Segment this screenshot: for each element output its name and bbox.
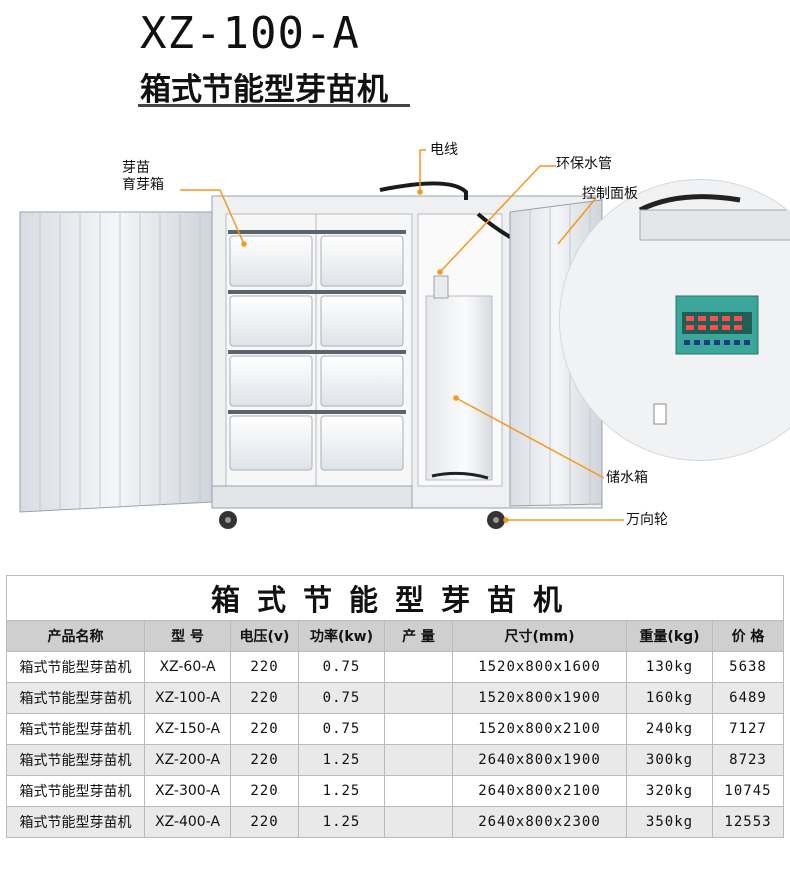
title-underline xyxy=(138,104,410,107)
power-wire xyxy=(379,181,468,200)
product-subtitle: 箱式节能型芽苗机 xyxy=(140,72,388,108)
spec-table: 箱式节能型芽苗机 产品名称型 号电压(v)功率(kw)产 量尺寸(mm)重量(k… xyxy=(5,575,785,838)
table-cell: 1520x800x2100 xyxy=(452,713,627,745)
table-cell: 2640x800x1900 xyxy=(452,744,627,776)
table-cell: 6489 xyxy=(711,682,785,714)
table-cell xyxy=(384,682,453,714)
machine-diagram xyxy=(19,149,790,529)
table-cell: 220 xyxy=(230,775,299,807)
table-cell: 8723 xyxy=(711,744,785,776)
table-cell: 1520x800x1600 xyxy=(452,651,627,683)
water-tank xyxy=(425,295,493,481)
table-cell xyxy=(384,713,453,745)
table-cell xyxy=(384,775,453,807)
table-cell: 5638 xyxy=(711,651,785,683)
product-model-title: XZ-100-A xyxy=(140,8,360,59)
table-cell: 0.75 xyxy=(298,682,385,714)
table-header-cell: 重量(kg) xyxy=(626,620,713,652)
table-cell: 箱式节能型芽苗机 xyxy=(6,682,145,714)
table-cell: 1.25 xyxy=(298,744,385,776)
table-cell: 2640x800x2300 xyxy=(452,806,627,838)
table-cell: 7127 xyxy=(711,713,785,745)
callout-wire: 电线 xyxy=(430,142,458,158)
table-cell: 130kg xyxy=(626,651,713,683)
table-header-row: 产品名称型 号电压(v)功率(kw)产 量尺寸(mm)重量(kg)价 格 xyxy=(6,620,785,652)
table-cell: 240kg xyxy=(626,713,713,745)
table-cell: 10745 xyxy=(711,775,785,807)
callout-tank: 储水箱 xyxy=(606,470,648,486)
control-panel-zoom xyxy=(559,179,790,461)
table-cell: 300kg xyxy=(626,744,713,776)
table-cell: 箱式节能型芽苗机 xyxy=(6,806,145,838)
table-cell: 350kg xyxy=(626,806,713,838)
table-cell: XZ-400-A xyxy=(144,806,231,838)
table-cell xyxy=(384,744,453,776)
callout-lines xyxy=(180,149,624,523)
table-cell: 1.25 xyxy=(298,775,385,807)
table-cell: 220 xyxy=(230,651,299,683)
table-cell: 0.75 xyxy=(298,713,385,745)
table-header-cell: 电压(v) xyxy=(230,620,299,652)
sprout-boxes xyxy=(228,230,406,471)
table-caption: 箱式节能型芽苗机 xyxy=(5,575,785,621)
table-cell: 220 xyxy=(230,713,299,745)
callout-sprout-box: 芽苗 育芽箱 xyxy=(122,160,164,193)
table-cell: XZ-100-A xyxy=(144,682,231,714)
table-cell: XZ-150-A xyxy=(144,713,231,745)
table-cell: 0.75 xyxy=(298,651,385,683)
table-cell: 160kg xyxy=(626,682,713,714)
casters xyxy=(219,511,505,529)
callout-panel: 控制面板 xyxy=(582,186,638,202)
table-cell: 2640x800x2100 xyxy=(452,775,627,807)
table-cell: 1520x800x1900 xyxy=(452,682,627,714)
table-cell: XZ-200-A xyxy=(144,744,231,776)
table-cell: 12553 xyxy=(711,806,785,838)
callout-caster: 万向轮 xyxy=(626,512,668,528)
table-header-cell: 产品名称 xyxy=(6,620,145,652)
left-door xyxy=(19,211,213,513)
table-cell xyxy=(384,806,453,838)
table-cell: 220 xyxy=(230,682,299,714)
table-cell: 1.25 xyxy=(298,806,385,838)
table-cell: 箱式节能型芽苗机 xyxy=(6,775,145,807)
table-cell: XZ-60-A xyxy=(144,651,231,683)
table-cell: 220 xyxy=(230,806,299,838)
table-cell: 箱式节能型芽苗机 xyxy=(6,713,145,745)
callout-pipe: 环保水管 xyxy=(556,156,612,172)
table-header-cell: 功率(kw) xyxy=(298,620,385,652)
table-cell: 箱式节能型芽苗机 xyxy=(6,744,145,776)
table-header-cell: 尺寸(mm) xyxy=(452,620,627,652)
table-cell: 箱式节能型芽苗机 xyxy=(6,651,145,683)
table-header-cell: 价 格 xyxy=(711,620,785,652)
table-header-cell: 型 号 xyxy=(144,620,231,652)
table-cell: XZ-300-A xyxy=(144,775,231,807)
table-cell: 320kg xyxy=(626,775,713,807)
table-header-cell: 产 量 xyxy=(384,620,453,652)
table-cell: 220 xyxy=(230,744,299,776)
table-cell xyxy=(384,651,453,683)
